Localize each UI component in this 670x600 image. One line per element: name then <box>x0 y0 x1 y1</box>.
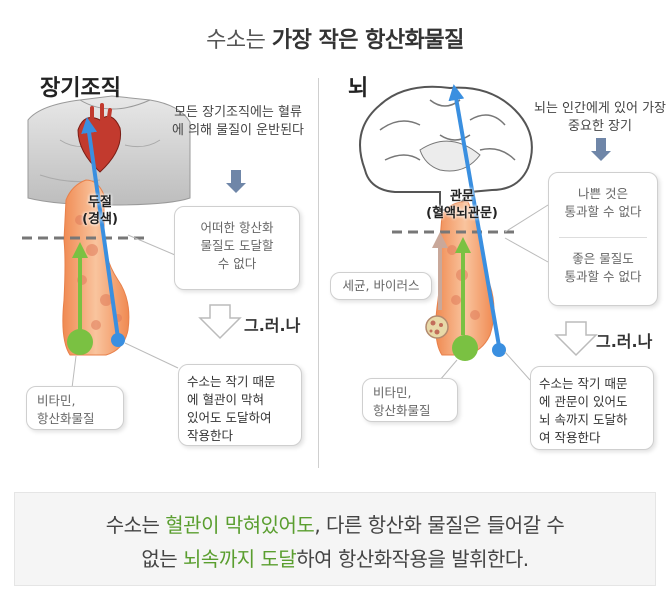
bubble-good: 좋은 물질도 통과할 수 없다 <box>564 251 642 284</box>
bubble-hydrogen-right: 수소는 작기 때문 에 관문이 있어도 뇌 속까지 도달하 여 작용한다 <box>530 366 654 450</box>
bubble-barrier-right: 나쁜 것은 통과할 수 없다 좋은 물질도 통과할 수 없다 <box>548 172 658 306</box>
page-title: 수소는 가장 작은 항산화물질 <box>206 28 464 53</box>
bubble-other-antioxidants: 어떠한 항산화 물질도 도달할 수 없다 <box>174 206 300 290</box>
down-arrow-icon <box>591 138 611 161</box>
outline-down-arrow-icon <box>198 304 242 340</box>
germ-icon <box>425 315 449 339</box>
bubble-vitamin-left: 비타민, 항산화물질 <box>26 386 124 430</box>
bubble-vitamin-right: 비타민, 항산화물질 <box>362 378 458 422</box>
left-but-label: 그.러.나 <box>244 316 301 335</box>
torso-heart-illustration <box>27 95 191 206</box>
outline-down-arrow-icon <box>554 321 598 357</box>
summary-line-2: 없는 뇌속까지 도달하여 항산화작용을 발휘한다. <box>141 547 529 571</box>
blockage-label: 두절 (경색) <box>82 195 118 227</box>
right-note: 뇌는 인간에게 있어 가장 중요한 장기 <box>533 101 666 134</box>
bubble-hydrogen-left: 수소는 작기 때문 에 혈관이 막혀 있어도 도달하여 작용한다 <box>178 364 302 446</box>
right-heading: 뇌 <box>348 76 369 101</box>
left-heading: 장기조직 <box>40 76 121 101</box>
title-highlight: 가장 작은 항산화물질 <box>271 28 464 53</box>
blood-vessel-left <box>22 117 179 389</box>
center-divider <box>318 78 319 468</box>
barrier-label: 관문 (혈액뇌관문) <box>426 189 498 221</box>
blood-vessel-right <box>392 84 549 381</box>
summary-line-1: 수소는 혈관이 막혀있어도, 다른 항산화 물질은 들어갈 수 <box>105 513 565 537</box>
bubble-germ: 세균, 바이러스 <box>330 272 432 300</box>
right-but-label: 그.러.나 <box>596 332 653 351</box>
bubble-separator <box>559 237 647 238</box>
down-arrow-icon <box>226 170 246 193</box>
bubble-bad: 나쁜 것은 통과할 수 없다 <box>564 186 642 219</box>
summary-box: 수소는 혈관이 막혀있어도, 다른 항산화 물질은 들어갈 수 없는 뇌속까지 … <box>14 492 656 586</box>
left-note: 모든 장기조직에는 혈류에 의해 물질이 운반된다 <box>171 105 304 138</box>
